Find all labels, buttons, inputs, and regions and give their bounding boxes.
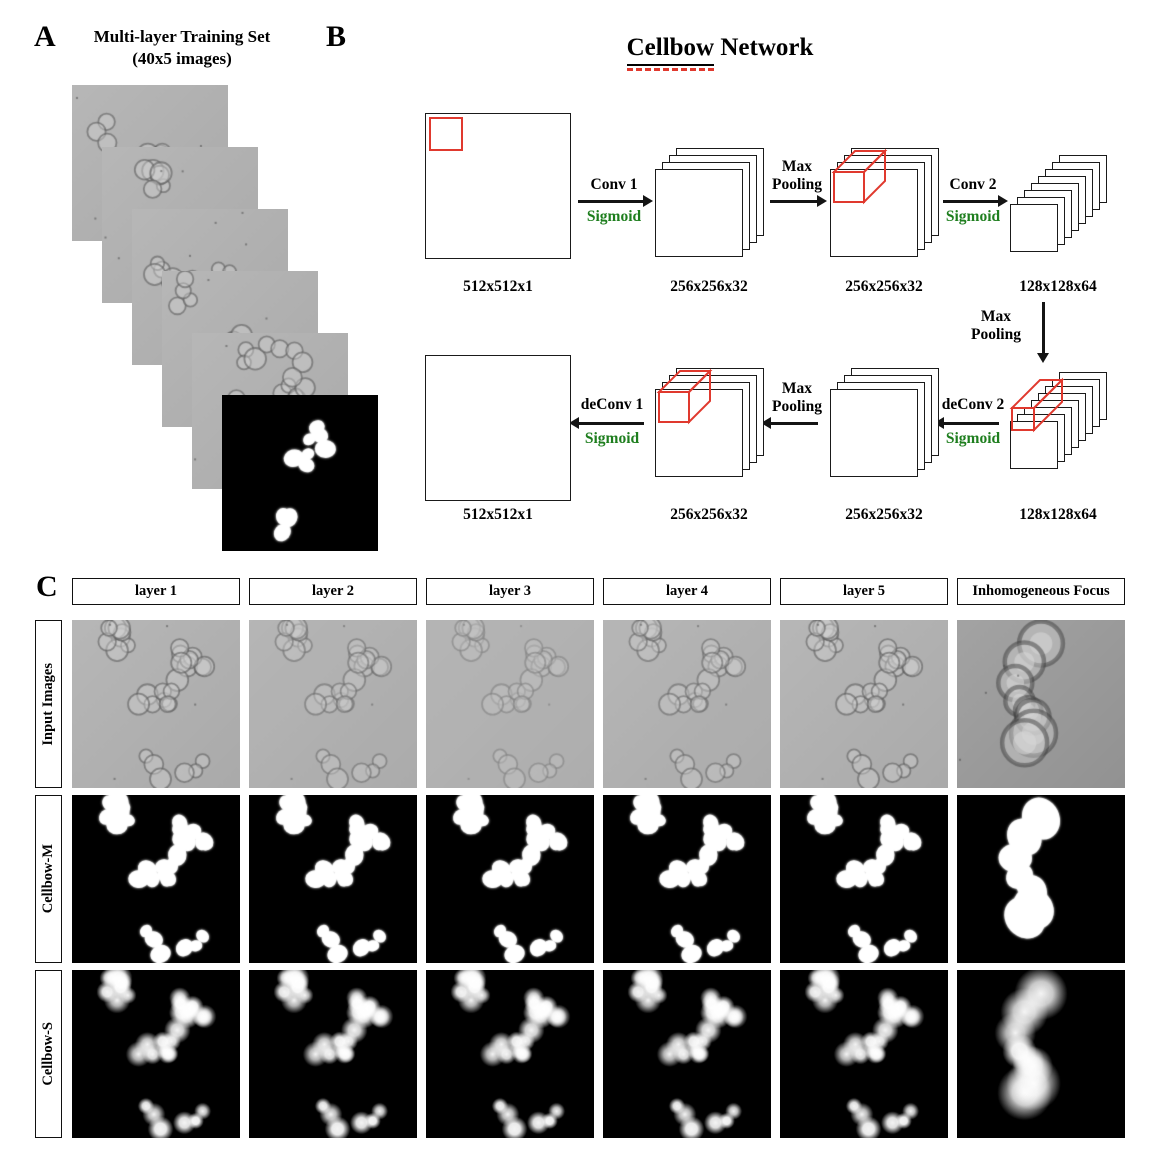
cellbow-m-output-inhomogeneous-focus — [957, 795, 1125, 963]
input-image-inhomogeneous-focus — [957, 620, 1125, 788]
row-label-cellbow-m: Cellbow-M — [35, 795, 62, 963]
conv2-arrow — [943, 200, 999, 203]
row-label-text: Input Images — [40, 662, 56, 746]
feature-stack-128-a — [1010, 155, 1107, 252]
output-feature-map — [425, 355, 571, 501]
conv2-activation-label: Sigmoid — [945, 208, 1001, 225]
size-label-256-a: 256x256x32 — [670, 278, 748, 295]
size-label-256-c: 256x256x32 — [845, 506, 923, 523]
cellbow-s-output-layer-4 — [603, 970, 771, 1138]
size-label-256-d: 256x256x32 — [670, 506, 748, 523]
column-header-inhomogeneous-focus: Inhomogeneous Focus — [957, 578, 1125, 605]
feature-stack-128-b — [1009, 372, 1107, 469]
panel-a-title-line2: (40x5 images) — [132, 49, 232, 69]
column-header-layer-1: layer 1 — [72, 578, 240, 605]
deconv1-label: deConv 1 — [580, 396, 644, 413]
feature-map-layer — [655, 389, 743, 477]
feature-map-layer — [1010, 204, 1058, 252]
row-label-text: Cellbow-M — [40, 844, 56, 914]
column-header-text: layer 4 — [665, 583, 708, 599]
column-header-layer-3: layer 3 — [426, 578, 594, 605]
input-image-layer-5 — [780, 620, 948, 788]
maxpool2-label: Max Pooling — [772, 380, 822, 415]
conv1-activation-label: Sigmoid — [586, 208, 642, 225]
size-label-128-a: 128x128x64 — [1019, 278, 1097, 295]
cellbow-s-output-layer-5 — [780, 970, 948, 1138]
size-label-256-b: 256x256x32 — [845, 278, 923, 295]
panel-b-label: B — [326, 20, 347, 53]
size-label-128-b: 128x128x64 — [1019, 506, 1097, 523]
input-image-layer-2 — [249, 620, 417, 788]
column-header-text: Inhomogeneous Focus — [972, 583, 1110, 599]
maxpool1-arrow — [770, 200, 818, 203]
feature-map-layer — [830, 389, 918, 477]
network-title-rest: Network — [720, 34, 814, 61]
deconv1-arrow — [578, 422, 644, 425]
deconv2-activation-label: Sigmoid — [945, 430, 1001, 447]
input-image-layer-4 — [603, 620, 771, 788]
cellbow-s-output-inhomogeneous-focus — [957, 970, 1125, 1138]
size-label-input: 512x512x1 — [463, 278, 533, 295]
maxpool-down-label: Max Pooling — [971, 308, 1021, 343]
feature-stack-256-d — [655, 368, 764, 477]
cellbow-s-output-layer-3 — [426, 970, 594, 1138]
cellbow-s-output-layer-1 — [72, 970, 240, 1138]
receptive-field-input — [429, 117, 463, 151]
network-title: Cellbow Network — [540, 34, 900, 71]
column-header-layer-2: layer 2 — [249, 578, 417, 605]
input-feature-map — [425, 113, 571, 259]
feature-map-layer — [655, 169, 743, 257]
cellbow-m-output-layer-4 — [603, 795, 771, 963]
row-label-text: Cellbow-S — [40, 1022, 56, 1086]
column-header-text: layer 2 — [311, 583, 354, 599]
cellbow-s-output-layer-2 — [249, 970, 417, 1138]
conv1-arrow — [578, 200, 644, 203]
panel-a-label: A — [34, 20, 56, 53]
row-label-input-images: Input Images — [35, 620, 62, 788]
feature-stack-256-c — [830, 368, 939, 477]
cellbow-m-output-layer-2 — [249, 795, 417, 963]
input-image-layer-3 — [426, 620, 594, 788]
row-label-cellbow-s: Cellbow-S — [35, 970, 62, 1138]
maxpool-down-arrow — [1042, 302, 1045, 354]
column-header-text: layer 1 — [134, 583, 177, 599]
cellbow-m-output-layer-3 — [426, 795, 594, 963]
cellbow-m-output-layer-5 — [780, 795, 948, 963]
panel-a-title-line1: Multi-layer Training Set — [93, 27, 271, 46]
cellbow-m-output-layer-1 — [72, 795, 240, 963]
feature-map-layer — [830, 169, 918, 257]
column-header-layer-5: layer 5 — [780, 578, 948, 605]
conv1-label: Conv 1 — [590, 176, 638, 193]
panel-c-label: C — [36, 570, 58, 603]
feature-stack-256-b — [830, 148, 939, 257]
column-header-text: layer 5 — [842, 583, 885, 599]
size-label-output: 512x512x1 — [463, 506, 533, 523]
input-image-layer-1 — [72, 620, 240, 788]
maxpool2-arrow — [770, 422, 818, 425]
deconv2-arrow — [943, 422, 999, 425]
deconv1-activation-label: Sigmoid — [584, 430, 640, 447]
column-header-layer-4: layer 4 — [603, 578, 771, 605]
column-header-text: layer 3 — [488, 583, 531, 599]
deconv2-label: deConv 2 — [941, 396, 1005, 413]
panel-a-title: Multi-layer Training Set (40x5 images) — [62, 26, 302, 70]
training-mask-image — [222, 395, 378, 551]
feature-stack-256-a — [655, 148, 764, 257]
maxpool1-label: Max Pooling — [772, 158, 822, 193]
network-title-underlined: Cellbow — [626, 34, 715, 71]
conv2-label: Conv 2 — [949, 176, 997, 193]
